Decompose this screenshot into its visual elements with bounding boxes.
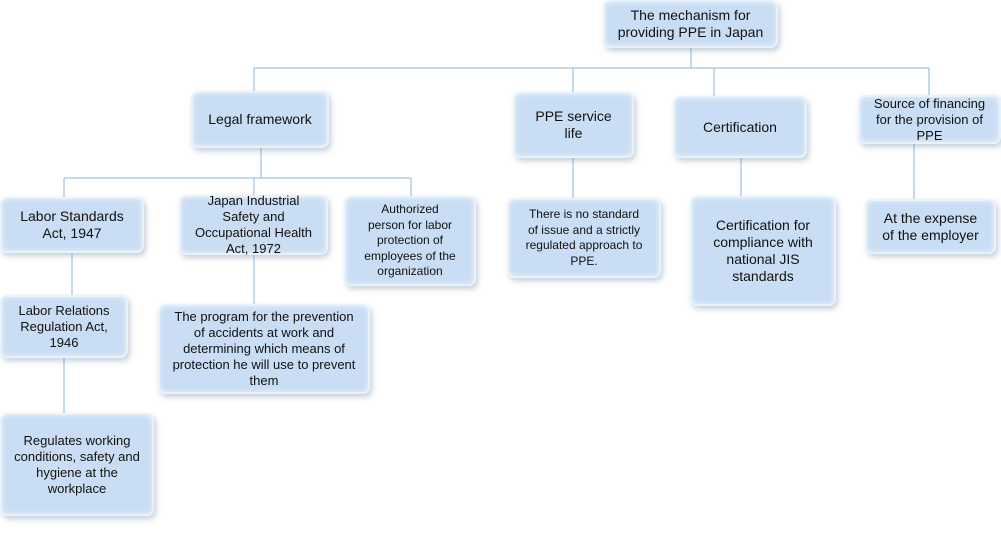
industrial-safety-node: Japan Industrial Safety and Occupational…	[179, 193, 328, 256]
legal-framework-label: Legal framework	[208, 111, 312, 127]
service-life-node: PPE service life	[513, 92, 634, 158]
certification-label: Certification	[703, 118, 777, 135]
labor-standards-node: Labor Standards Act, 1947	[0, 197, 144, 253]
regulates-conditions-label: Regulates working conditions, safety and…	[14, 432, 140, 496]
labor-relations-label: Labor Relations Regulation Act, 1946	[18, 302, 110, 350]
financing-node: Source of financing for the provision of…	[858, 95, 1001, 144]
jis-certification-node: Certification for compliance with nation…	[690, 196, 836, 306]
regulates-conditions-node: Regulates working conditions, safety and…	[0, 413, 154, 516]
employer-expense-node: At the expense of the employer	[865, 199, 996, 254]
authorized-person-label: Authorized person for labor protection o…	[364, 202, 456, 279]
service-life-label: PPE service life	[535, 108, 612, 141]
no-standard-node: There is no standard of issue and a stri…	[507, 198, 661, 278]
jis-certification-label: Certification for compliance with nation…	[713, 217, 813, 284]
root-node: The mechanism for providing PPE in Japan	[603, 0, 778, 48]
labor-standards-label: Labor Standards Act, 1947	[20, 208, 124, 241]
authorized-person-node: Authorized person for labor protection o…	[344, 196, 476, 286]
legal-framework-node: Legal framework	[191, 91, 329, 148]
no-standard-label: There is no standard of issue and a stri…	[525, 207, 643, 268]
industrial-safety-label: Japan Industrial Safety and Occupational…	[194, 193, 313, 256]
accident-program-label: The program for the prevention of accide…	[172, 309, 356, 388]
accident-program-node: The program for the prevention of accide…	[158, 304, 370, 394]
certification-node: Certification	[673, 96, 807, 158]
labor-relations-node: Labor Relations Regulation Act, 1946	[0, 295, 128, 358]
financing-label: Source of financing for the provision of…	[873, 95, 986, 143]
employer-expense-label: At the expense of the employer	[882, 209, 979, 243]
root-node-label: The mechanism for providing PPE in Japan	[617, 7, 764, 40]
